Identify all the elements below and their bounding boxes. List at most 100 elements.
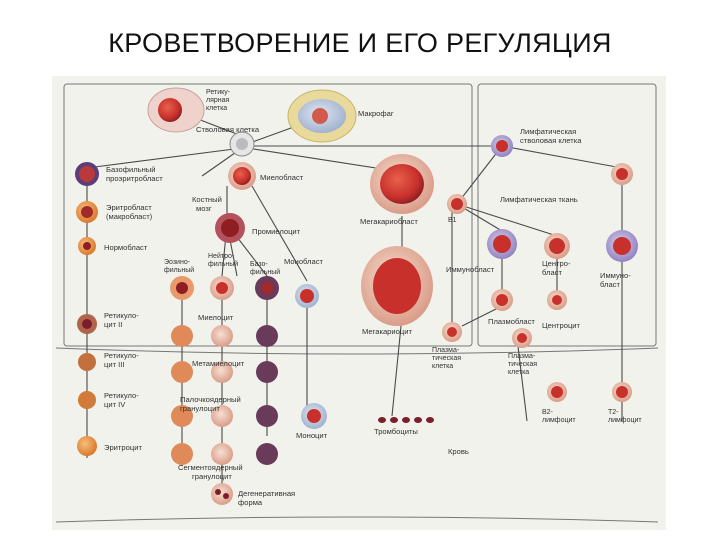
label-plasma-1: Плазма- — [432, 347, 460, 354]
label-immunoblast2-2: бласт — [600, 280, 620, 289]
label-neutrophil-2: фильный — [208, 260, 238, 268]
cell-erythrocyte — [77, 436, 97, 456]
label-centrocyte: Центроцит — [542, 321, 581, 330]
label-normoblast: Нормобласт — [104, 243, 148, 252]
cell-t2-lymphocyte — [612, 382, 632, 402]
cell-monocyte — [301, 403, 327, 429]
label-centroblast-1: Центро- — [542, 259, 571, 268]
label-myelocyte: Миелоцит — [198, 313, 234, 322]
diagram-labels: Ретику- лярная клетка Макрофаг Стволовая… — [104, 89, 642, 507]
label-retic3-2: цит III — [104, 360, 125, 369]
label-bone-marrow-1: Костный — [192, 195, 222, 204]
cell-lymph-stem — [491, 135, 513, 157]
blood-boundary-line — [55, 347, 659, 355]
cell-retic2 — [77, 314, 97, 334]
label-basophil-2: фильный — [250, 268, 280, 276]
cell-centrocyte — [547, 290, 567, 310]
cell-plasma-right — [512, 328, 532, 348]
label-plasma2-3: клетка — [508, 369, 529, 376]
cell-megakaryoblast — [370, 154, 434, 214]
label-myeloblast: Миелобласт — [260, 173, 304, 182]
cell-segmented — [171, 443, 278, 465]
cell-metamyelocyte — [171, 361, 278, 383]
label-basophil-pro-1: Базофильный — [106, 165, 156, 174]
cell-macrophage — [287, 89, 357, 143]
label-plasma2-2: тическая — [508, 361, 537, 368]
label-reticular-1: Ретику- — [206, 89, 231, 96]
label-retic2-2: цит II — [104, 320, 122, 329]
label-platelets: Тромбоциты — [374, 427, 418, 436]
label-band-1: Палочкоядерный — [180, 395, 241, 404]
label-t2-2: лимфоцит — [608, 417, 642, 424]
cell-basophil-proerythroblast — [75, 162, 99, 186]
page-title: КРОВЕТВОРЕНИЕ И ЕГО РЕГУЛЯЦИЯ — [108, 28, 612, 58]
label-erythroblast-2: (макробласт) — [106, 212, 153, 221]
cell-centroblast — [544, 233, 570, 259]
label-band-2: гранулоцит — [180, 404, 220, 413]
label-basophil-1: Базо- — [250, 261, 268, 268]
label-neutrophil-1: Нейтро- — [208, 252, 235, 260]
label-metamyelocyte: Метамиелоцит — [192, 359, 245, 368]
label-immunoblast: Иммунобласт — [446, 265, 495, 274]
lymph-tissue-frame — [477, 83, 657, 347]
label-immunoblast2-1: Иммуно- — [600, 271, 631, 280]
label-eosinophil-2: фильный — [164, 266, 194, 274]
cell-band — [171, 405, 278, 427]
label-retic4-2: цит IV — [104, 400, 126, 409]
cell-basophil — [255, 276, 279, 300]
label-megakaryoblast: Мегакариобласт — [360, 217, 418, 226]
cell-megakaryocyte — [361, 246, 433, 326]
label-erythrocyte: Эритроцит — [104, 443, 142, 452]
cell-immunoblast-right — [606, 230, 638, 262]
label-plasma-2: тическая — [432, 355, 461, 362]
cell-plasma — [442, 322, 462, 342]
label-retic4-1: Ретикуло- — [104, 391, 139, 400]
cell-monoblast — [295, 284, 319, 308]
blood-bottom-line — [55, 516, 659, 523]
label-retic2-1: Ретикуло- — [104, 311, 139, 320]
cell-reticular — [147, 87, 205, 133]
cell-promyelocyte — [215, 213, 245, 243]
cell-b1 — [447, 194, 467, 214]
label-lymph-stem-2: стволовая клетка — [520, 136, 582, 145]
label-segmented-1: Сегментоядерный — [178, 463, 243, 472]
label-megakaryocyte: Мегакариоцит — [362, 327, 412, 336]
label-centroblast-2: бласт — [542, 268, 562, 277]
label-basophil-pro-2: проэритробласт — [106, 174, 163, 183]
cell-plasmoblast — [491, 289, 513, 311]
label-b2-2: лимфоцит — [542, 417, 576, 424]
label-lymph-tissue: Лимфатическая ткань — [500, 195, 578, 204]
label-t2-1: T2- — [608, 409, 619, 416]
label-plasmoblast: Плазмобласт — [488, 317, 535, 326]
cell-immunoblast — [487, 229, 517, 259]
label-stem-cell: Стволовая клетка — [196, 125, 260, 134]
label-bone-marrow-2: мозг — [196, 204, 212, 213]
cell-myeloblast — [228, 162, 256, 190]
cell-normoblast — [78, 237, 96, 255]
label-macrophage: Макрофаг — [358, 109, 394, 118]
label-plasma2-1: Плазма- — [508, 353, 536, 360]
label-reticular-2: лярная — [206, 97, 230, 104]
cell-stem — [229, 131, 255, 157]
cell-degenerative — [211, 483, 233, 505]
cell-lymph-right — [611, 163, 633, 185]
cell-myelocyte — [171, 325, 278, 347]
label-b1: B1 — [448, 217, 457, 224]
cell-retic4 — [78, 391, 96, 409]
label-monoblast: Монобласт — [284, 257, 324, 266]
cell-b2-lymphocyte — [547, 382, 567, 402]
label-eosinophil-1: Эозино- — [164, 259, 191, 266]
label-degenerative-2: форма — [238, 498, 263, 507]
label-retic3-1: Ретикуло- — [104, 351, 139, 360]
label-erythroblast-1: Эритробласт — [106, 203, 152, 212]
cell-eosinophil — [170, 276, 194, 300]
cell-retic3 — [78, 353, 96, 371]
label-degenerative-1: Дегенеративная — [238, 489, 295, 498]
cell-platelets — [378, 417, 434, 423]
label-promyelocyte: Промиелоцит — [252, 227, 301, 236]
cell-neutrophil — [210, 276, 234, 300]
cell-erythroblast — [76, 201, 98, 223]
label-reticular-3: клетка — [206, 105, 227, 112]
hematopoiesis-scheme: Ретику- лярная клетка Макрофаг Стволовая… — [52, 76, 666, 530]
label-lymph-stem-1: Лимфатическая — [520, 127, 576, 136]
